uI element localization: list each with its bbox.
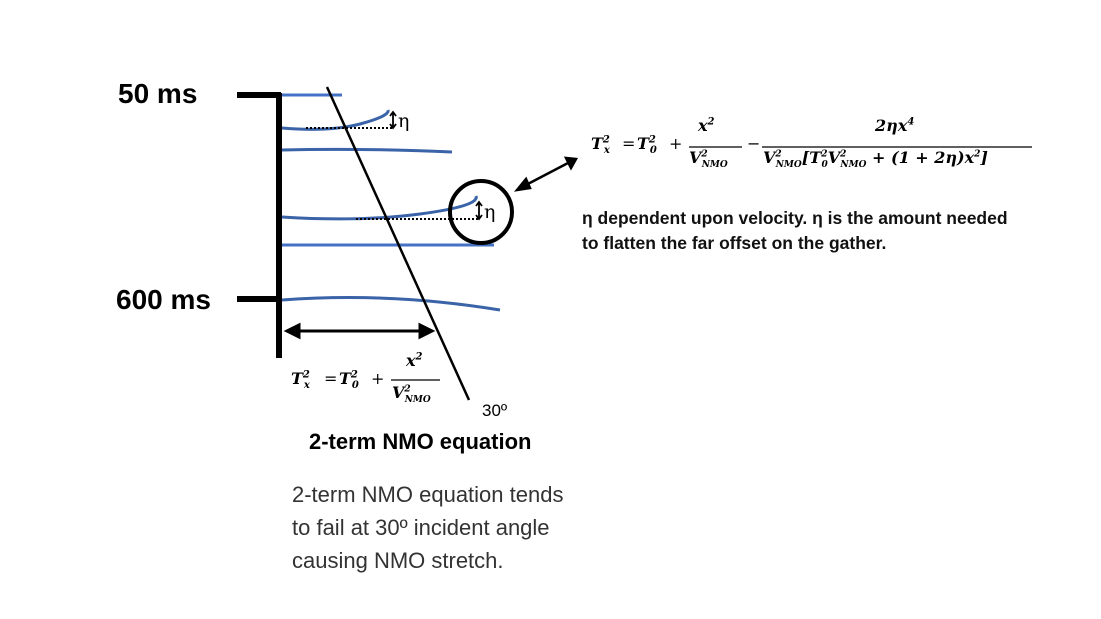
incidence-line: [325, 86, 471, 401]
description-line-2: to fail at 30º incident angle: [292, 515, 550, 540]
equation-4term: T2x = T20 + x2 V2NMO − 2ηx4 V2NMO[T20V2N…: [591, 116, 988, 171]
eta-label-1: η: [398, 110, 410, 132]
time-label-50ms: 50 ms: [118, 78, 198, 109]
eta-note: η dependent upon velocity. η is the amou…: [582, 206, 1008, 256]
equation-title: 2-term NMO equation: [309, 429, 532, 454]
equation-2term: T2x = T20 + x2 V2NMO: [291, 351, 431, 406]
angle-label: 30º: [482, 401, 508, 420]
reflector-2: [281, 109, 390, 131]
eta-note-line-2: to flatten the far offset on the gather.: [582, 233, 887, 253]
eta-label-2: η: [484, 201, 496, 223]
time-label-600ms: 600 ms: [116, 284, 211, 315]
eta-note-line-1: η dependent upon velocity. η is the amou…: [582, 208, 1008, 228]
description: 2-term NMO equation tends to fail at 30º…: [292, 478, 563, 577]
reflector-3: [281, 147, 453, 154]
eta-arrow-2: [475, 200, 483, 221]
description-line-1: 2-term NMO equation tends: [292, 482, 564, 507]
pointer-arrow: [513, 156, 579, 192]
eta-arrow-1: [389, 110, 397, 130]
description-line-3: causing NMO stretch.: [292, 548, 504, 573]
offset-arrow: [283, 322, 436, 340]
reflector-4: [281, 195, 478, 221]
highlight-circle: [448, 179, 514, 245]
reflector-6: [281, 296, 501, 312]
